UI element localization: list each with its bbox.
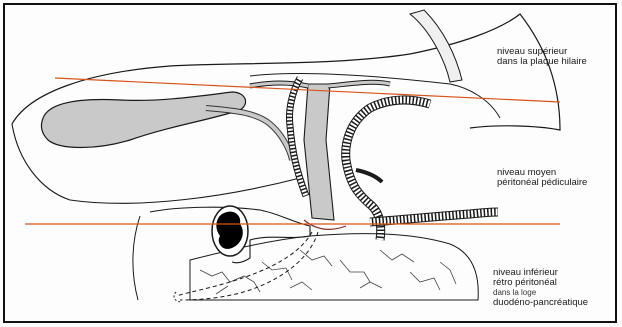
label-line: péritonéal pédiculaire	[497, 178, 587, 188]
common-bile-duct	[304, 84, 334, 220]
label-line: dans la plaque hilaire	[497, 57, 587, 67]
pancreas-lobules	[200, 250, 456, 294]
gallbladder	[41, 92, 245, 148]
duodenum-wall	[133, 216, 140, 300]
label-line: rétro péritonéal	[493, 278, 588, 288]
label-niveau-inferieur: niveau inférieur rétro péritonéal dans l…	[493, 268, 588, 308]
ampulla-dotted	[174, 292, 182, 302]
label-niveau-superieur: niveau supérieur dans la plaque hilaire	[497, 47, 587, 67]
label-niveau-moyen: niveau moyen péritonéal pédiculaire	[497, 168, 587, 188]
label-line: duodéno-pancréatique	[493, 298, 588, 308]
falciform-ligament	[410, 10, 462, 82]
cystic-artery-branch	[356, 170, 382, 182]
